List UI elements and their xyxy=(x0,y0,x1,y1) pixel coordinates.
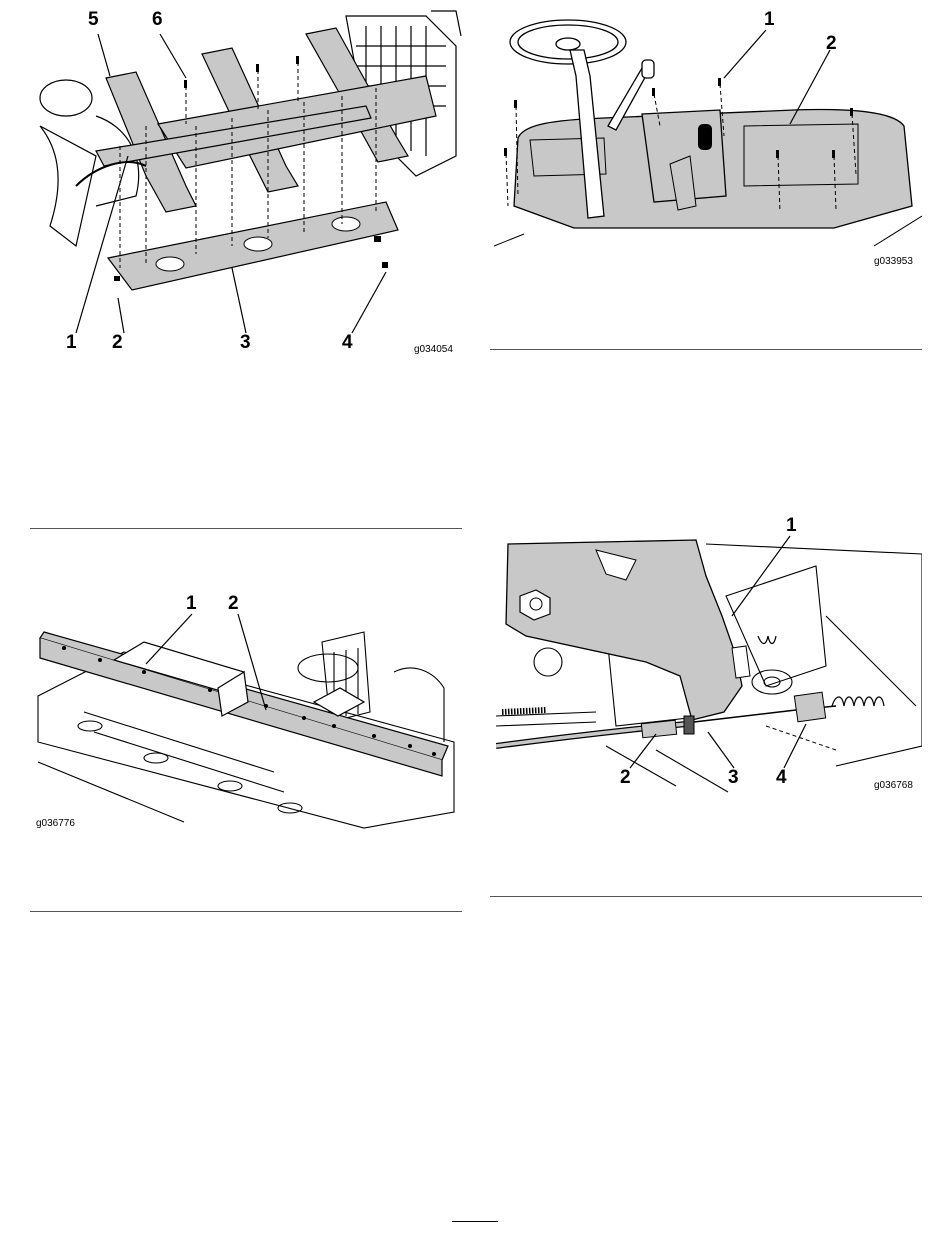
callout-1: 1 xyxy=(764,10,775,30)
rail-bracket-illustration xyxy=(34,592,462,832)
callout-1: 1 xyxy=(186,594,197,614)
section-divider xyxy=(30,528,462,529)
figure-code: g033953 xyxy=(874,256,913,267)
frame-mount-illustration xyxy=(36,6,464,358)
section-divider xyxy=(30,911,462,912)
callout-4: 4 xyxy=(342,333,353,353)
figure-code: g036776 xyxy=(36,818,75,829)
callout-2: 2 xyxy=(228,594,239,614)
figure-code: g034054 xyxy=(414,344,453,355)
callout-3: 3 xyxy=(240,333,251,353)
callout-2: 2 xyxy=(826,34,837,54)
figure-dash-panel: 1 2 g033953 xyxy=(494,6,922,270)
callout-6: 6 xyxy=(152,10,163,30)
callout-1: 1 xyxy=(786,516,797,536)
section-divider xyxy=(490,896,922,897)
callout-1: 1 xyxy=(66,333,77,353)
page-footer-rule xyxy=(452,1221,498,1222)
figure-code: g036768 xyxy=(874,780,913,791)
callout-4: 4 xyxy=(776,768,787,788)
callout-5: 5 xyxy=(88,10,99,30)
figure-cable-bracket: 1 2 3 4 g036768 xyxy=(496,516,922,796)
cable-bracket-illustration xyxy=(496,516,922,796)
callout-2: 2 xyxy=(112,333,123,353)
callout-2: 2 xyxy=(620,768,631,788)
callout-3: 3 xyxy=(728,768,739,788)
figure-rail-bracket: 1 2 g036776 xyxy=(34,592,462,832)
section-divider xyxy=(490,349,922,350)
figure-frame-mount: 1 2 3 4 5 6 g034054 xyxy=(36,6,464,358)
dash-panel-illustration xyxy=(494,6,922,270)
